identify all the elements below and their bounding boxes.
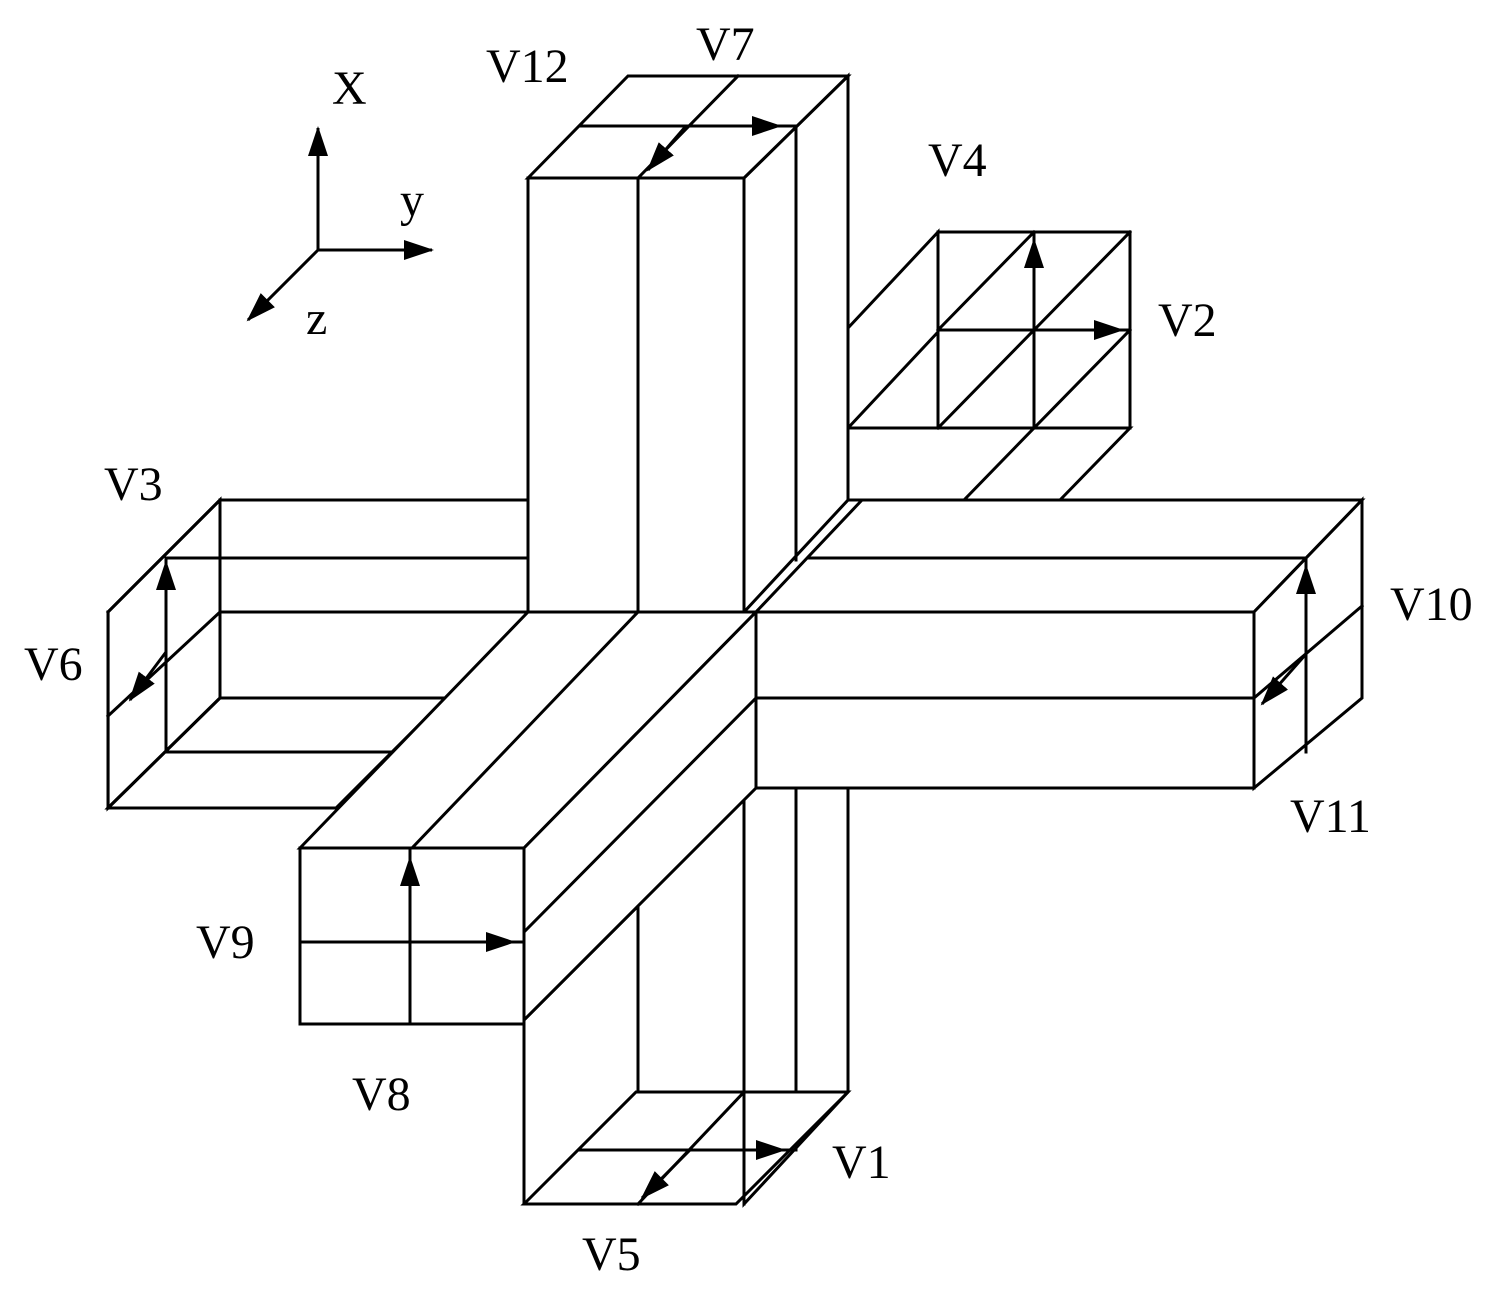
arm-v4	[845, 228, 1134, 504]
axis-y-label: y	[400, 174, 424, 227]
label-v7: V7	[696, 18, 755, 71]
label-v3: V3	[104, 458, 163, 511]
arm-v8-v9	[296, 608, 760, 1026]
label-v2: V2	[1158, 294, 1217, 347]
label-v5: V5	[582, 1228, 641, 1281]
arm-v12-v7	[524, 72, 852, 616]
arm-v3-v6	[104, 496, 530, 812]
axis-x-label: X	[332, 62, 367, 115]
label-v12: V12	[486, 40, 569, 93]
arm-v10-v11	[752, 496, 1366, 792]
port-labels: V12 V7 V4 V2 V3 V6 V10 V11 V9 V8 V1 V5	[24, 18, 1473, 1281]
label-v9: V9	[196, 916, 255, 969]
label-v8: V8	[352, 1068, 411, 1121]
axis-triad: X y z	[246, 62, 434, 345]
axis-z-label: z	[306, 292, 327, 345]
label-v6: V6	[24, 638, 83, 691]
label-v1: V1	[832, 1136, 891, 1189]
label-v11: V11	[1290, 790, 1371, 843]
arm-v1-v5	[520, 786, 852, 1208]
label-v10: V10	[1390, 578, 1473, 631]
label-v4: V4	[928, 134, 987, 187]
